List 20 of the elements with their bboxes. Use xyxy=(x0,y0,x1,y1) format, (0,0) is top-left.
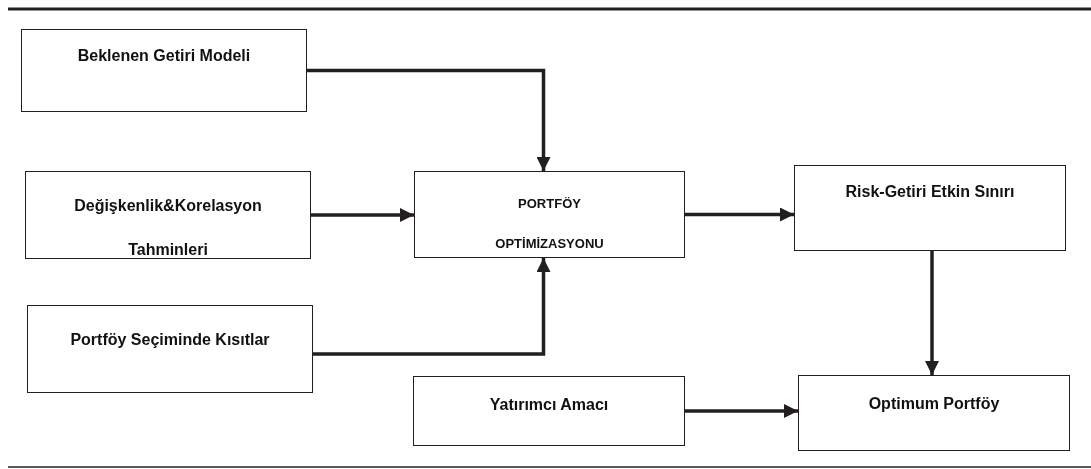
arrow xyxy=(685,207,794,222)
process-box xyxy=(25,171,311,259)
process-box xyxy=(794,165,1066,251)
process-box xyxy=(414,171,685,258)
arrow xyxy=(925,251,939,375)
process-box xyxy=(27,305,313,393)
arrow xyxy=(311,208,414,222)
arrow xyxy=(307,68,551,171)
process-box xyxy=(21,29,307,112)
box-label: PORTFÖY OPTİMİZASYONU xyxy=(494,195,605,253)
box-label: Optimum Portföy xyxy=(867,394,1001,414)
arrow xyxy=(685,404,798,418)
arrow xyxy=(313,258,551,356)
process-box xyxy=(798,375,1070,451)
box-label: Yatırımcı Amacı xyxy=(488,395,610,415)
box-label: Portföy Seçiminde Kısıtlar xyxy=(70,330,270,350)
box-label: Beklenen Getiri Modeli xyxy=(76,46,252,66)
process-box xyxy=(413,376,685,446)
box-label: Risk-Getiri Etkin Sınırı xyxy=(844,182,1016,202)
box-label: Değişkenlik&Korelasyon Tahminleri xyxy=(73,196,263,260)
